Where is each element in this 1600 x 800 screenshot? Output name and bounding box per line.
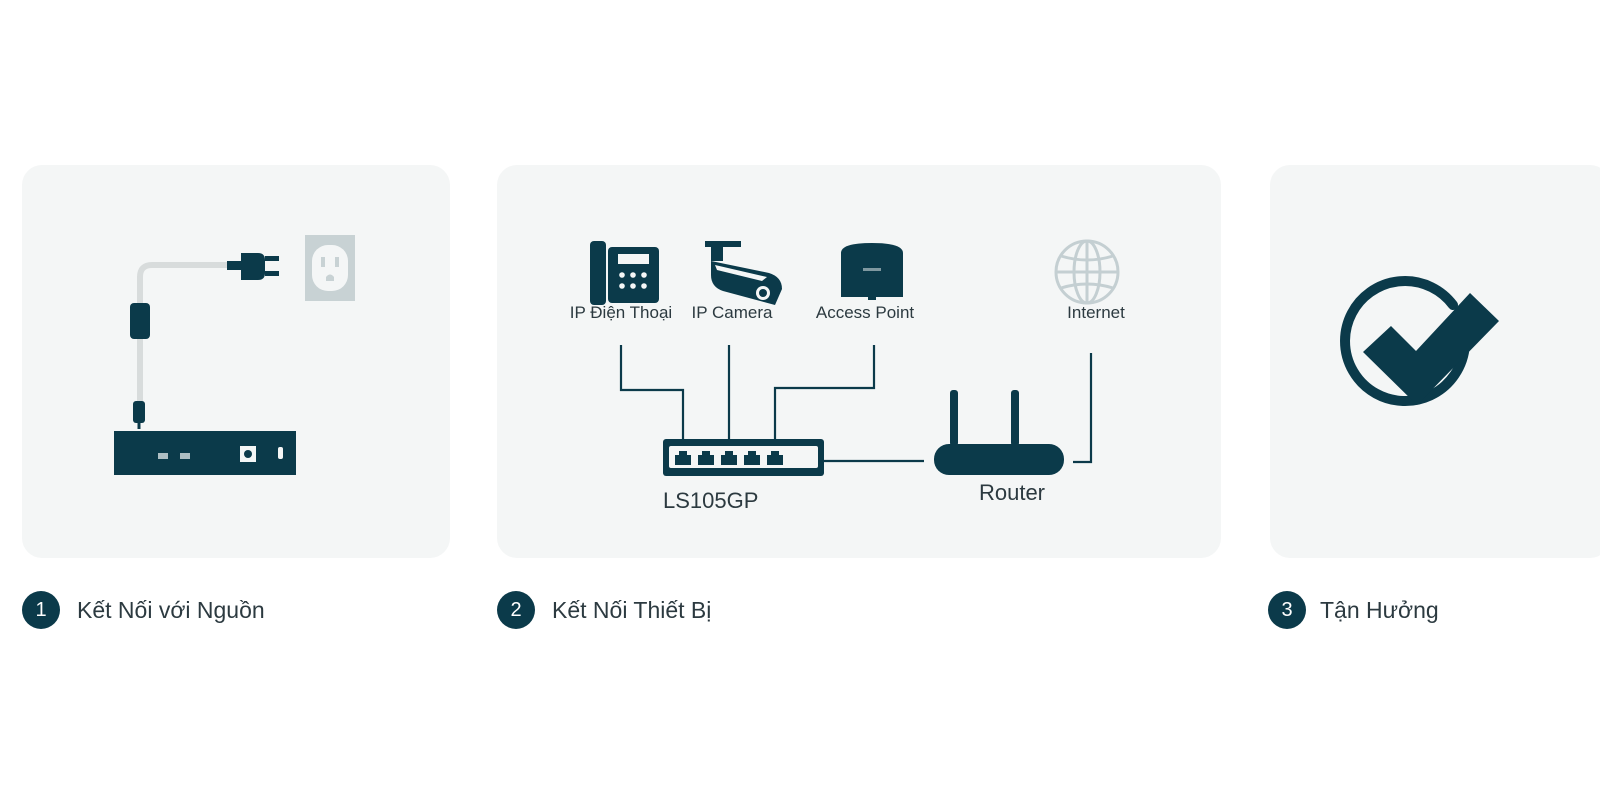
step-1: 1 Kết Nối với Nguồn [22,590,265,630]
step-number-badge: 2 [497,591,535,629]
power-plug-icon [227,253,279,280]
wall-outlet-icon [305,235,355,301]
ip-phone-icon [590,241,659,305]
step-number-badge: 3 [1268,591,1306,629]
checkmark-icon [1340,276,1499,406]
step-2: 2 Kết Nối Thiết Bị [497,590,711,630]
router-label: Router [979,480,1045,505]
step-label: Tận Hưởng [1320,596,1439,623]
device-label-phone: IP Điện Thoại [570,303,672,322]
power-adapter-icon [130,303,150,339]
enjoy-card [1270,165,1600,558]
network-switch-icon [663,439,824,476]
phone-link [619,345,685,440]
router-icon [934,390,1064,475]
globe-icon [1054,239,1120,305]
step-label: Kết Nối Thiết Bị [552,596,712,623]
switch-device-icon [114,431,296,475]
switch-label: LS105GP [663,488,758,513]
power-cable-upper [137,262,230,305]
step-number-badge: 1 [22,591,60,629]
internet-link [1073,353,1093,464]
dc-connector-icon [133,401,145,423]
network-diagram-card: IP Điện Thoại IP Camera Access Point Int… [497,165,1221,558]
step-label: Kết Nối với Nguồn [77,596,265,623]
connection-lines [619,345,1093,464]
access-point-icon [841,243,903,300]
ap-link [773,345,876,440]
device-label-access-point: Access Point [816,303,915,322]
power-connection-card [22,165,450,558]
device-label-internet: Internet [1067,303,1125,322]
step-3: 3 Tận Hưởng [1268,590,1439,630]
ip-camera-icon [705,241,782,305]
device-label-camera: IP Camera [692,303,773,322]
